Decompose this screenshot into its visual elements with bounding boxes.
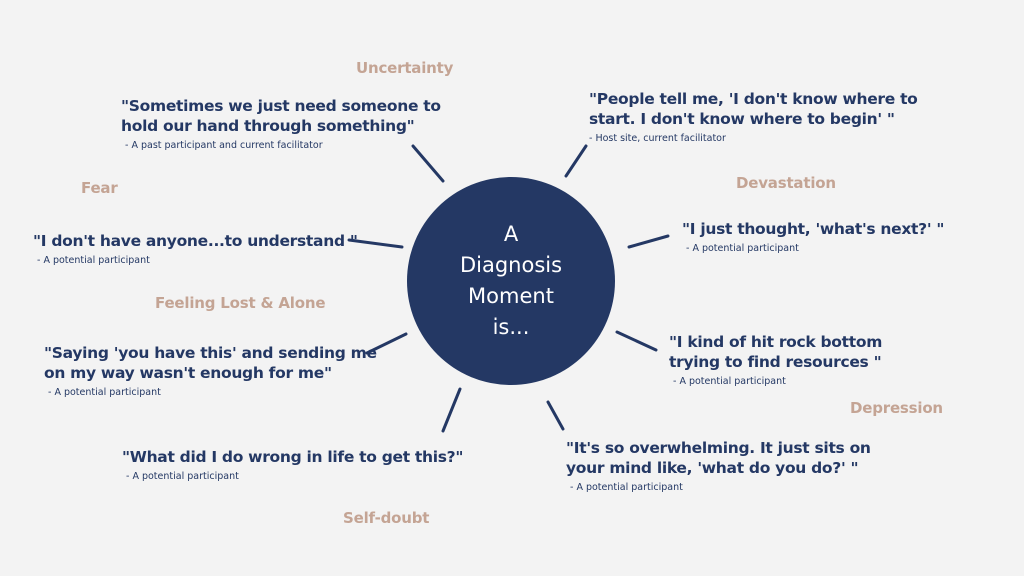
- quote-line: on my way wasn't enough for me": [44, 364, 332, 382]
- quote-block: "I don't have anyone...to understand " -…: [33, 231, 358, 267]
- quote-text: "Saying 'you have this' and sending me o…: [44, 343, 377, 383]
- quote-line: trying to find resources ": [669, 353, 882, 371]
- emotion-label-depression: Depression: [850, 399, 943, 417]
- emotion-label-fear: Fear: [81, 179, 118, 197]
- quote-text: "What did I do wrong in life to get this…: [122, 447, 463, 467]
- center-title-line: A: [503, 222, 519, 246]
- quote-attribution: - A potential participant: [673, 376, 786, 387]
- emotion-label-devastation: Devastation: [736, 174, 836, 192]
- quote-text: "I just thought, 'what's next?' ": [682, 219, 944, 239]
- quote-text: "I don't have anyone...to understand ": [33, 231, 358, 251]
- connector-line-right: [627, 234, 670, 249]
- quote-line: start. I don't know where to begin' ": [589, 110, 895, 128]
- quote-text: "I kind of hit rock bottom trying to fin…: [669, 332, 882, 372]
- quote-block: "People tell me, 'I don't know where to …: [589, 89, 918, 145]
- quote-line: your mind like, 'what do you do?' ": [566, 459, 859, 477]
- center-title-line: is...: [492, 315, 530, 339]
- quote-block: "I kind of hit rock bottom trying to fin…: [669, 332, 882, 388]
- quote-line: "It's so overwhelming. It just sits on: [566, 439, 871, 457]
- quote-block: "Saying 'you have this' and sending me o…: [44, 343, 377, 399]
- quote-block: "Sometimes we just need someone to hold …: [121, 96, 441, 152]
- quote-attribution: - A potential participant: [126, 471, 239, 482]
- quote-attribution: - Host site, current facilitator: [589, 133, 726, 144]
- quote-text: "People tell me, 'I don't know where to …: [589, 89, 918, 129]
- quote-line: hold our hand through something": [121, 117, 415, 135]
- center-title: A Diagnosis Moment is...: [446, 219, 576, 343]
- connector-line-bottom-left: [441, 387, 462, 433]
- quote-text: "Sometimes we just need someone to hold …: [121, 96, 441, 136]
- quote-block: "It's so overwhelming. It just sits on y…: [566, 438, 871, 494]
- quote-line: "Sometimes we just need someone to: [121, 97, 441, 115]
- center-title-line: Moment: [468, 284, 554, 308]
- emotion-label-feeling-lost-alone: Feeling Lost & Alone: [155, 294, 326, 312]
- quote-line: "Saying 'you have this' and sending me: [44, 344, 377, 362]
- connector-line-bottom-right: [546, 400, 565, 431]
- emotion-label-self-doubt: Self-doubt: [343, 509, 430, 527]
- quote-block: "I just thought, 'what's next?' " - A po…: [682, 219, 944, 255]
- center-title-line: Diagnosis: [459, 253, 563, 277]
- center-circle: A Diagnosis Moment is...: [407, 177, 615, 385]
- connector-line-lower-right: [615, 330, 658, 352]
- quote-text: "It's so overwhelming. It just sits on y…: [566, 438, 871, 478]
- connector-line-lower-left: [365, 332, 408, 355]
- quote-block: "What did I do wrong in life to get this…: [122, 447, 463, 483]
- quote-attribution: - A past participant and current facilit…: [125, 140, 323, 151]
- quote-line: "People tell me, 'I don't know where to: [589, 90, 918, 108]
- quote-line: "I kind of hit rock bottom: [669, 333, 883, 351]
- emotion-label-uncertainty: Uncertainty: [356, 59, 454, 77]
- quote-attribution: - A potential participant: [48, 387, 161, 398]
- quote-line: "What did I do wrong in life to get this…: [122, 448, 464, 466]
- quote-attribution: - A potential participant: [686, 243, 799, 254]
- quote-line: "I don't have anyone...to understand ": [33, 232, 358, 250]
- connector-line-left: [347, 238, 404, 249]
- connector-line-top-right: [564, 144, 588, 178]
- connector-line-top-left: [411, 144, 445, 183]
- quote-line: "I just thought, 'what's next?' ": [682, 220, 945, 238]
- quote-attribution: - A potential participant: [37, 255, 150, 266]
- quote-attribution: - A potential participant: [570, 482, 683, 493]
